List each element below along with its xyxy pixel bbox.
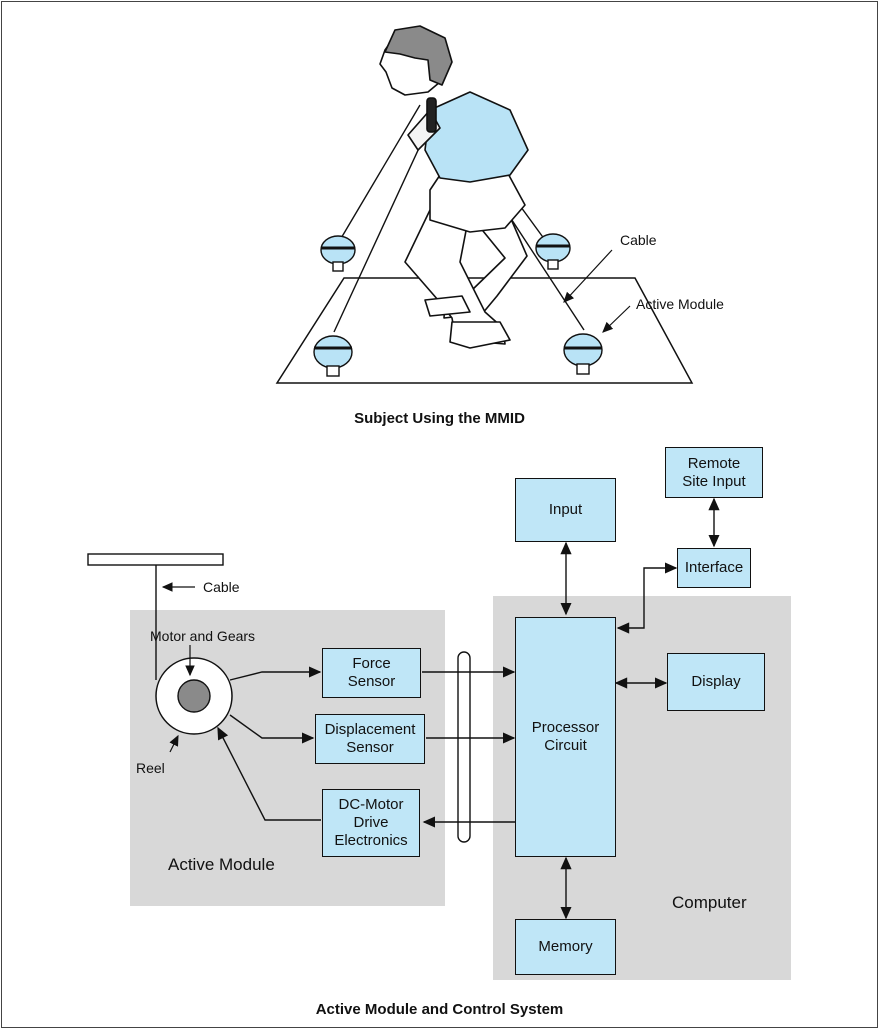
motor-gears-text: Motor and Gears [150,628,256,644]
cable-bar [87,553,224,566]
computer-title: Computer [672,893,747,912]
memory-block: Memory [515,919,616,975]
cable-callout-arrow [563,249,613,303]
reel-to-displacement [229,714,315,744]
cable-text: Cable [203,579,240,595]
interface-block: Interface [677,548,751,588]
cable-label: Cable [620,232,657,248]
reel-to-force [229,666,322,681]
display-block: Display [667,653,765,711]
module-callout-arrow [602,305,631,333]
reel-text: Reel [136,760,165,776]
active-module-spheres [313,233,603,377]
bottom-caption: Active Module and Control System [315,1001,564,1018]
module-back-left [320,235,356,272]
subject-figure [379,25,529,349]
mmid-illustration [275,25,694,384]
module-front-left [313,335,353,377]
top-caption: Subject Using the MMID [354,410,525,427]
reel-pointer [169,734,179,753]
remote-site-input-block: Remote Site Input [665,447,763,498]
force-sensor-block: Force Sensor [322,648,421,698]
dc-motor-drive-block: DC-Motor Drive Electronics [322,789,420,857]
bus [457,651,471,843]
processor-circuit-block: Processor Circuit [515,617,616,857]
active-module-label: Active Module [636,296,724,312]
active-module-title: Active Module [168,855,275,874]
motor-and-gears [177,679,211,713]
module-front-right [563,333,603,375]
input-block: Input [515,478,616,542]
processor-interface-link [616,562,678,634]
drive-to-reel [217,726,321,821]
module-back-right [535,233,571,270]
displacement-sensor-block: Displacement Sensor [315,714,425,764]
